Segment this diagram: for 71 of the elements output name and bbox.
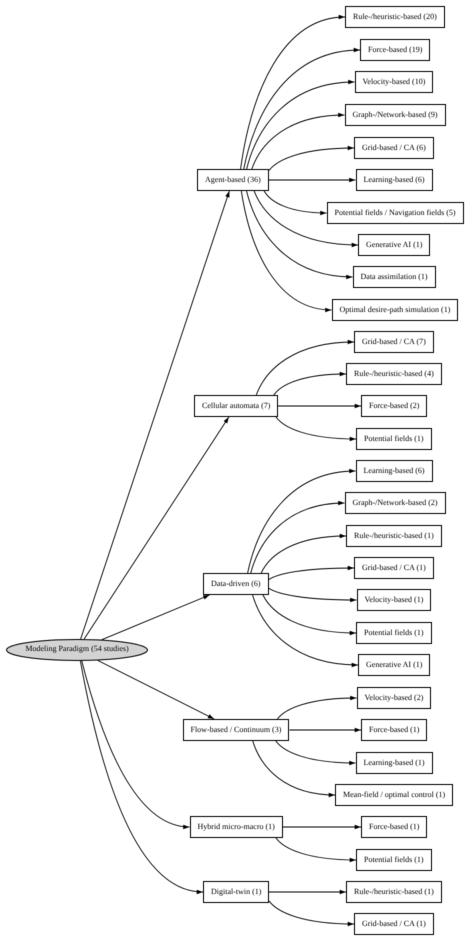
arrow bbox=[268, 566, 354, 580]
arrow bbox=[250, 501, 345, 574]
arrow bbox=[81, 660, 190, 829]
node-box: Velocity-based (1) bbox=[356, 589, 432, 611]
root-ellipse: Modeling Paradigm (54 studies) bbox=[6, 639, 148, 661]
arrow bbox=[268, 146, 354, 171]
arrow bbox=[278, 404, 362, 408]
arrow bbox=[262, 594, 356, 636]
node-box: Generative AI (1) bbox=[358, 234, 430, 256]
arrow bbox=[247, 469, 356, 574]
arrow bbox=[268, 178, 356, 182]
node-box: Potential fields (1) bbox=[356, 622, 432, 644]
node-box: Potential fields / Navigation fields (5) bbox=[326, 202, 464, 224]
arrow bbox=[268, 588, 357, 602]
arrow bbox=[276, 696, 357, 720]
node-box: Hybrid micro-macro (1) bbox=[190, 816, 283, 838]
node-box: Potential fields (1) bbox=[356, 428, 432, 450]
node-box: Rule-/heuristic-based (4) bbox=[346, 363, 442, 385]
node-box: Agent-based (36) bbox=[197, 169, 269, 191]
arrow bbox=[256, 340, 354, 396]
arrow bbox=[243, 48, 360, 170]
arrow bbox=[275, 740, 356, 766]
node-box: Force-based (2) bbox=[361, 395, 428, 417]
node-box: Rule-/heuristic-based (20) bbox=[345, 6, 445, 28]
node-box: Potential fields (1) bbox=[356, 849, 432, 871]
arrow bbox=[251, 113, 345, 170]
node-box: Learning-based (6) bbox=[356, 169, 433, 191]
arrow bbox=[84, 416, 230, 640]
node-box: Grid-based / CA (7) bbox=[354, 331, 434, 353]
node-box: Rule-/heuristic-based (1) bbox=[346, 881, 442, 903]
node-box: Grid-based / CA (6) bbox=[354, 137, 434, 159]
arrow bbox=[240, 15, 346, 170]
node-box: Mean-field / optimal control (1) bbox=[335, 784, 454, 806]
arrow bbox=[97, 660, 215, 720]
node-box: Optimal desire-path simulation (1) bbox=[332, 299, 458, 321]
arrow bbox=[276, 838, 356, 862]
arrow bbox=[282, 824, 362, 830]
node-box: Velocity-based (2) bbox=[356, 687, 432, 709]
arrow bbox=[246, 190, 353, 279]
arrow bbox=[80, 190, 230, 640]
arrow bbox=[252, 740, 336, 797]
node-box: Data assimilation (1) bbox=[352, 266, 436, 288]
arrow bbox=[260, 534, 346, 574]
arrow bbox=[264, 190, 327, 216]
node-box: Digital-twin (1) bbox=[203, 881, 270, 903]
node-box: Graph-/Network-based (2) bbox=[344, 492, 446, 514]
arrow bbox=[252, 594, 358, 667]
node-box: Force-based (1) bbox=[361, 719, 428, 741]
node-box: Generative AI (1) bbox=[358, 654, 430, 676]
node-box: Cellular automata (7) bbox=[194, 395, 278, 417]
arrow bbox=[240, 190, 332, 312]
node-box: Data-driven (6) bbox=[203, 573, 269, 595]
arrow bbox=[276, 416, 356, 442]
node-box: Flow-based / Continuum (3) bbox=[182, 719, 290, 741]
node-box: Grid-based / CA (1) bbox=[354, 913, 434, 935]
node-box: Learning-based (1) bbox=[356, 752, 433, 774]
arrow bbox=[289, 728, 362, 732]
node-box: Graph-/Network-based (9) bbox=[344, 104, 446, 126]
arrow bbox=[101, 594, 210, 640]
arrow bbox=[268, 900, 354, 926]
node-box: Force-based (1) bbox=[361, 816, 428, 838]
node-box: Learning-based (6) bbox=[356, 460, 433, 482]
arrow bbox=[246, 80, 355, 170]
node-box: Force-based (19) bbox=[360, 39, 430, 61]
arrow bbox=[80, 660, 204, 894]
node-box: Velocity-based (10) bbox=[354, 71, 434, 93]
node-box: Grid-based / CA (1) bbox=[354, 557, 434, 579]
arrow bbox=[273, 372, 346, 396]
arrow bbox=[254, 190, 358, 247]
node-box: Rule-/heuristic-based (1) bbox=[346, 525, 442, 547]
arrow bbox=[268, 890, 346, 894]
